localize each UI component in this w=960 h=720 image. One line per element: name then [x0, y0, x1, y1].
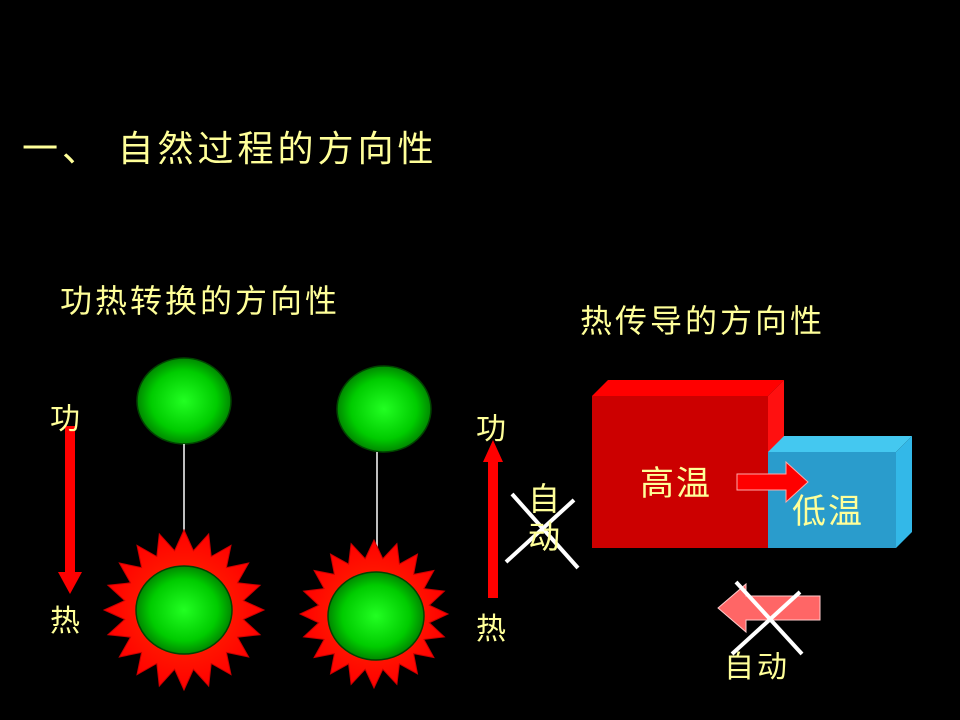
- heat-flow-arrow: [736, 460, 809, 504]
- work-label-left: 功: [50, 402, 80, 437]
- spontaneous-label-bottom: 自动: [724, 650, 790, 685]
- heat-conduction-heading: 热传导的方向性: [580, 302, 826, 340]
- ball-bottom-1: [135, 565, 233, 655]
- work-to-heat-arrow: [58, 426, 82, 594]
- pendulum-2: [298, 365, 450, 690]
- high-temp-label: 高温: [640, 464, 712, 504]
- low-temp-label: 低温: [792, 492, 864, 532]
- low-temp-block: [768, 436, 912, 548]
- work-heat-heading: 功热转换的方向性: [60, 282, 341, 320]
- heat-label-left: 热: [50, 604, 80, 639]
- cross-mid: [504, 492, 580, 570]
- slide-title: 一、 自然过程的方向性: [22, 129, 438, 170]
- ball-bottom-2: [327, 571, 425, 661]
- ball-top-2: [336, 365, 432, 453]
- high-temp-block: [592, 380, 784, 548]
- pendulum-1: [102, 357, 266, 692]
- heat-label-mid: 热: [476, 612, 506, 647]
- work-label-mid: 功: [476, 412, 506, 447]
- cross-bottom: [730, 580, 804, 656]
- ball-top-1: [136, 357, 232, 445]
- reverse-heat-flow-arrow: [717, 582, 821, 634]
- spontaneous-label-mid: 自动: [527, 480, 560, 556]
- heat-to-work-arrow: [483, 440, 503, 598]
